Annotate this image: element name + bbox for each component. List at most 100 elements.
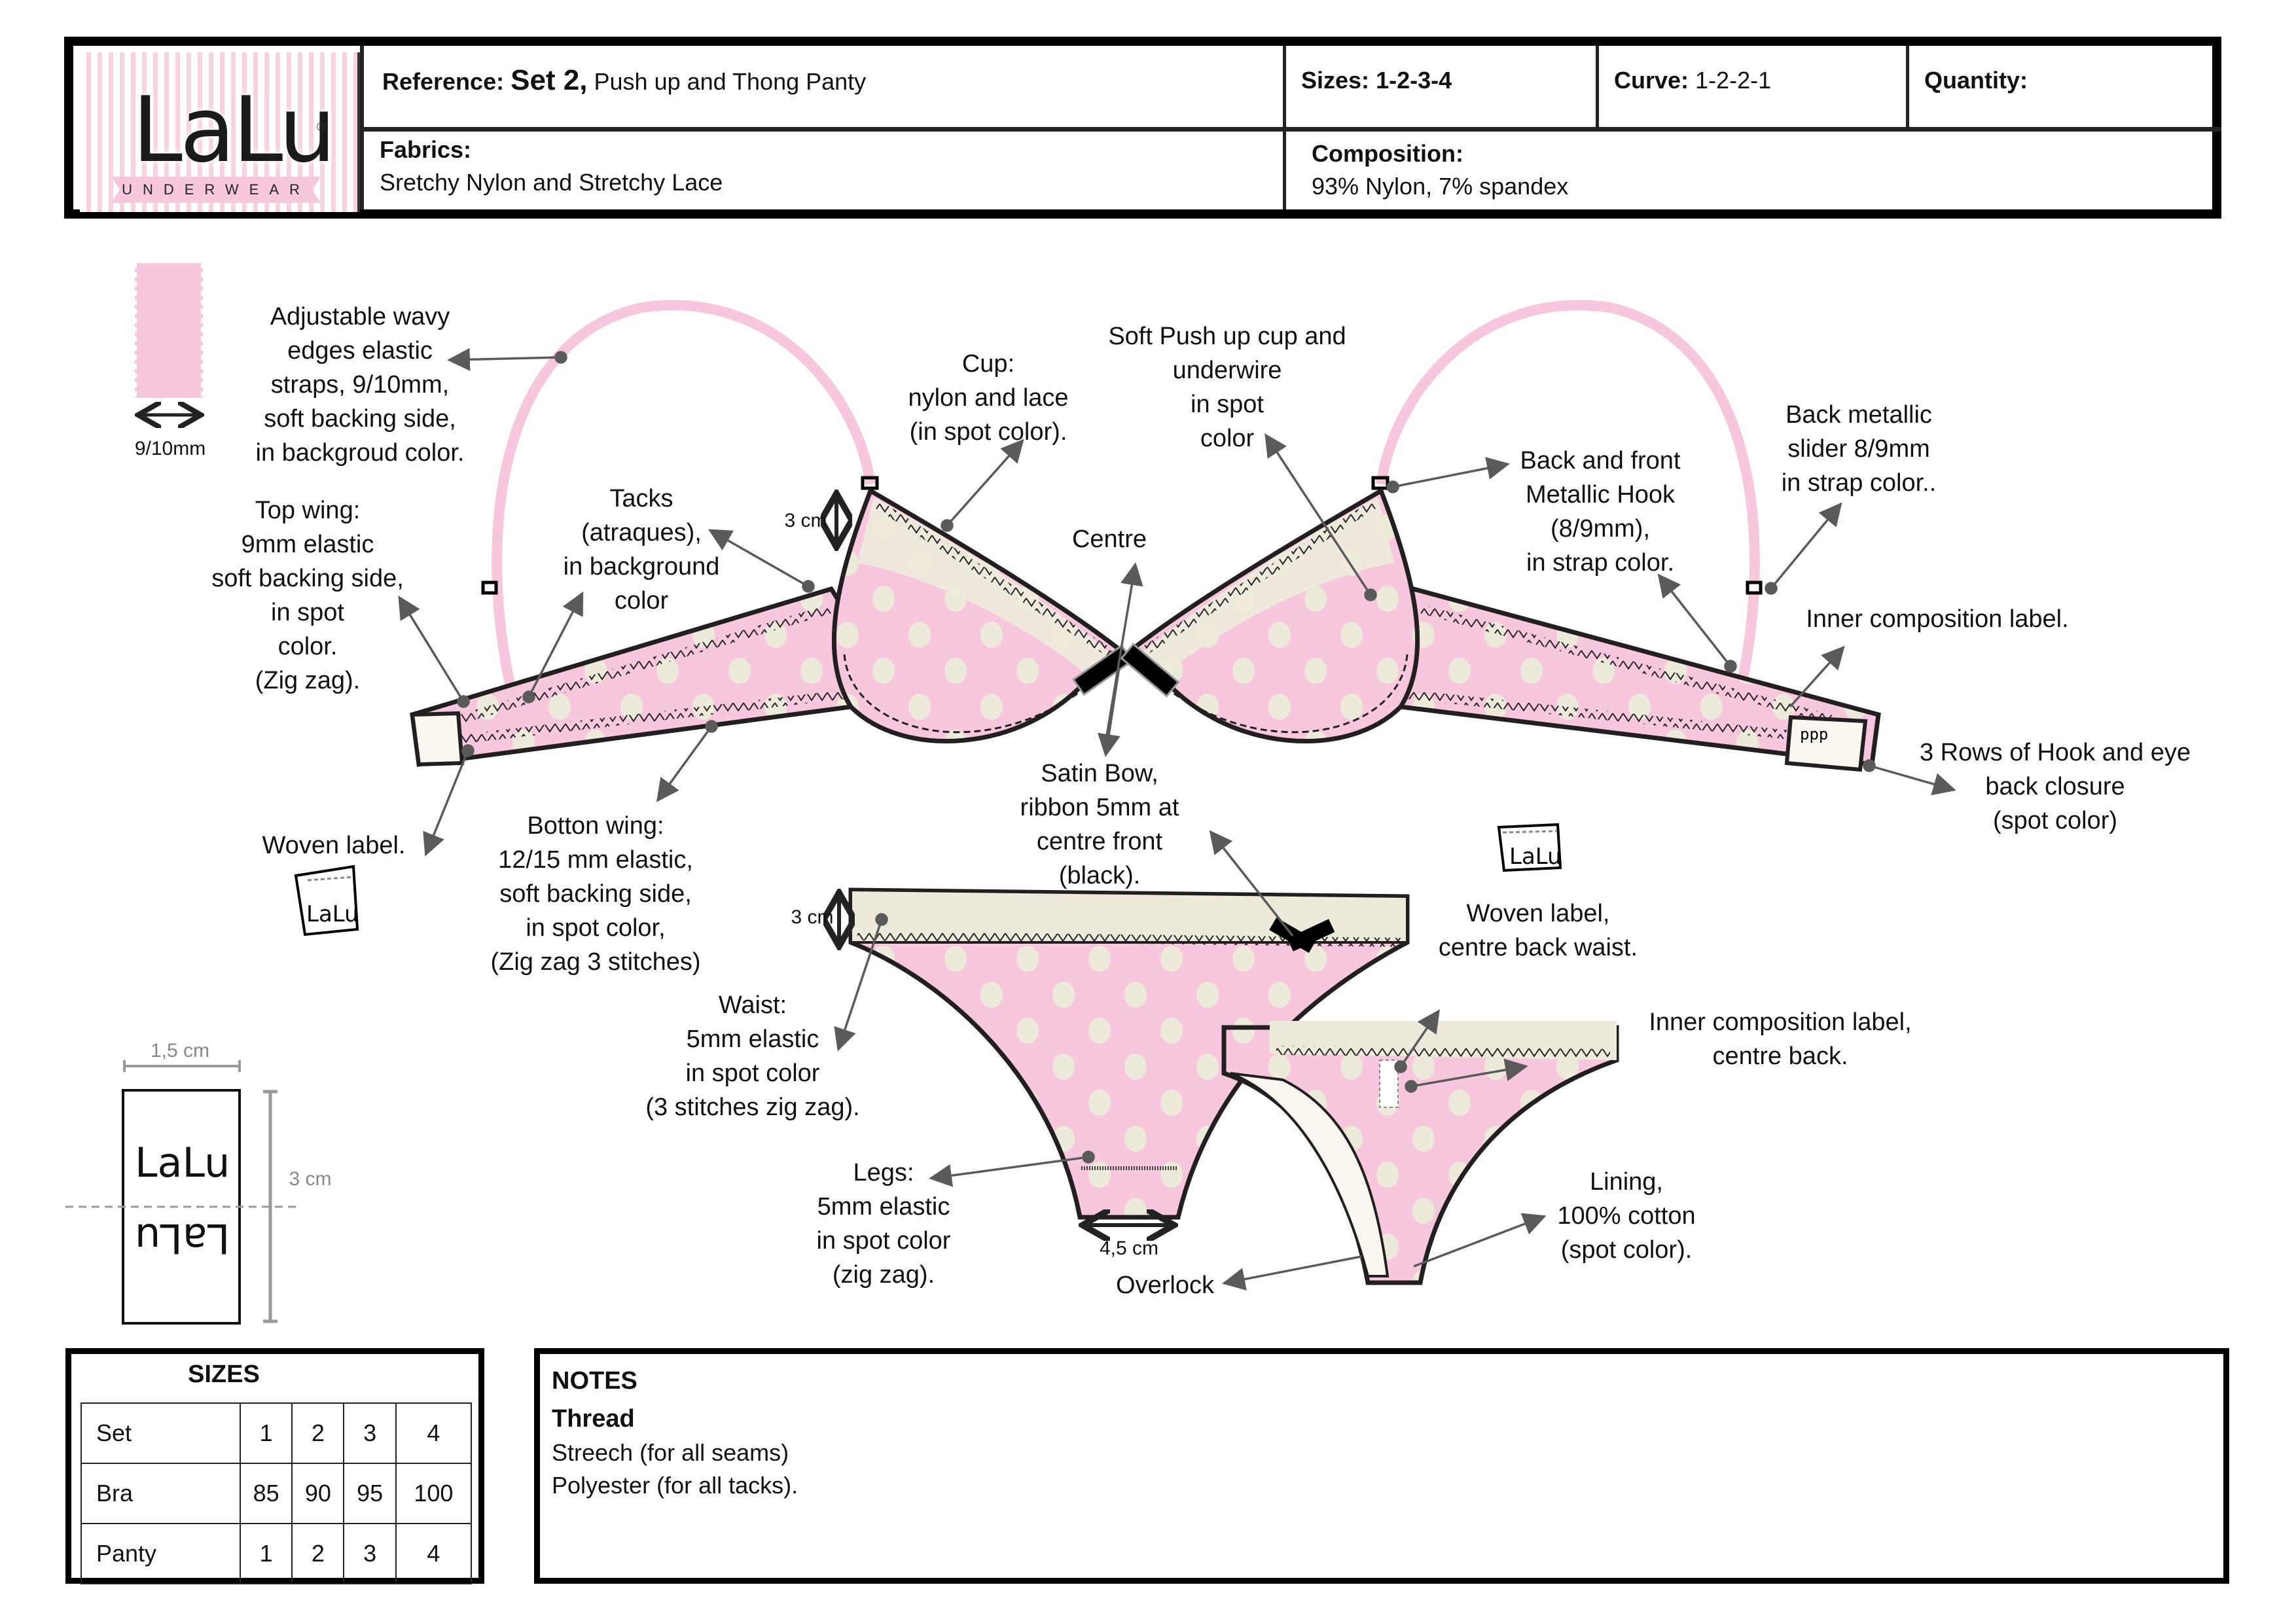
reference-field: Reference: Set 2, Push up and Thong Pant… bbox=[370, 64, 1280, 97]
divider bbox=[1596, 46, 1599, 127]
strap-width-label: 9/10mm bbox=[134, 438, 206, 459]
table-cell: 1 bbox=[239, 1402, 293, 1464]
hook-annotation: Back and front Metallic Hook (8/9mm), in… bbox=[1520, 447, 1681, 577]
tacks-annotation: Tacks (atraques), in background color bbox=[563, 485, 720, 615]
waist-annotation: Waist: 5mm elastic in spot color (3 stit… bbox=[645, 991, 860, 1121]
table-cell: 3 bbox=[343, 1523, 397, 1584]
bottom-wing-annotation: Botton wing: 12/15 mm elastic, soft back… bbox=[490, 812, 701, 976]
table-row: Panty 1 2 3 4 bbox=[81, 1523, 473, 1584]
reference-label: Reference: bbox=[382, 68, 505, 95]
svg-text:LaLu: LaLu bbox=[306, 901, 359, 927]
reference-description: Push up and Thong Panty bbox=[594, 68, 867, 95]
table-cell: 4 bbox=[395, 1523, 473, 1584]
right-wing-zigzag-bottom bbox=[1400, 689, 1833, 744]
table-row: Set 1 2 3 4 bbox=[81, 1402, 473, 1464]
label-spec-drawing bbox=[65, 1060, 298, 1325]
strap-swatch-fill bbox=[135, 263, 203, 398]
label-text-inverted: LaLu bbox=[135, 1215, 230, 1262]
right-cup-zigzag bbox=[1136, 500, 1377, 658]
left-wing-zigzag-bottom bbox=[457, 689, 852, 744]
sizes-title: SIZES bbox=[188, 1361, 260, 1388]
woven-label-icon-right: LaLu bbox=[1497, 823, 1562, 872]
notes-line: Polyester (for all tacks). bbox=[552, 1472, 798, 1499]
table-cell: 100 bbox=[395, 1463, 473, 1524]
quantity-field: Quantity: bbox=[1912, 67, 2214, 94]
cup-annotation: Cup: nylon and lace (in spot color). bbox=[908, 350, 1069, 446]
notes-panel: NOTES Thread Streech (for all seams) Pol… bbox=[534, 1348, 2229, 1584]
woven-label-annotation: Woven label. bbox=[262, 832, 406, 859]
closure-annotation: 3 Rows of Hook and eye back closure (spo… bbox=[1919, 739, 2191, 834]
composition-field: Composition: 93% Nylon, 7% spandex bbox=[1300, 137, 2210, 203]
table-cell: 2 bbox=[291, 1402, 345, 1464]
top-wing-annotation: Top wing: 9mm elastic soft backing side,… bbox=[211, 497, 404, 694]
table-cell: 90 bbox=[291, 1463, 345, 1524]
curve-label: Curve: bbox=[1614, 67, 1689, 94]
brand-logo: LaLu ® UNDERWEAR bbox=[80, 52, 360, 212]
lining-annotation: Lining, 100% cotton (spot color). bbox=[1557, 1168, 1696, 1264]
divider bbox=[1906, 46, 1909, 127]
table-cell: 1 bbox=[239, 1523, 293, 1584]
thong-lining bbox=[1230, 1072, 1390, 1277]
panty-inner-label-annotation: Inner composition label, centre back. bbox=[1649, 1008, 1912, 1070]
fabrics-label: Fabrics: bbox=[380, 136, 472, 163]
composition-label: Composition: bbox=[1312, 140, 1463, 167]
satin-bow bbox=[1072, 643, 1180, 698]
composition-value: 93% Nylon, 7% spandex bbox=[1312, 173, 1569, 200]
panty-woven-label-annotation: Woven label, centre back waist. bbox=[1438, 900, 1638, 961]
notes-title: NOTES bbox=[552, 1367, 637, 1395]
table-cell: 4 bbox=[395, 1402, 473, 1464]
waist-height-label: 3 cm bbox=[791, 906, 834, 928]
thong-panty-drawing bbox=[848, 887, 1619, 1285]
table-cell: 85 bbox=[239, 1463, 293, 1524]
strap-swatch-wavy-edge bbox=[133, 263, 205, 398]
svg-text:ppp: ppp bbox=[1800, 725, 1828, 743]
leader-lines bbox=[398, 348, 1956, 1291]
right-strap bbox=[1376, 300, 1760, 688]
reference-set: Set 2, bbox=[511, 64, 588, 96]
quantity-label: Quantity: bbox=[1924, 67, 2028, 94]
sizes-table: Set 1 2 3 4 Bra 85 90 95 100 Panty 1 2 3… bbox=[81, 1402, 473, 1584]
left-strap bbox=[492, 300, 876, 688]
woven-label-icon-left: LaLu bbox=[294, 865, 359, 936]
straps-annotation: Adjustable wavy edges elastic straps, 9/… bbox=[255, 303, 465, 467]
row-label: Bra bbox=[81, 1463, 241, 1524]
curve-value: 1-2-2-1 bbox=[1695, 67, 1772, 94]
left-wing-zigzag-top bbox=[456, 604, 833, 724]
table-row: Bra 85 90 95 100 bbox=[81, 1463, 473, 1524]
divider bbox=[360, 46, 364, 209]
legs-annotation: Legs: 5mm elastic in spot color (zig zag… bbox=[816, 1159, 951, 1289]
hook-and-eye-closure bbox=[1784, 715, 1868, 772]
label-width-text: 1,5 cm bbox=[150, 1040, 210, 1061]
right-wing-zigzag-top bbox=[1419, 604, 1834, 724]
left-hook bbox=[861, 476, 879, 490]
thread-title: Thread bbox=[552, 1405, 635, 1433]
left-cup-lace bbox=[857, 497, 1113, 674]
registered-mark: ® bbox=[317, 120, 326, 134]
fabrics-field: Fabrics: Sretchy Nylon and Stretchy Lace bbox=[368, 134, 1278, 199]
brand-subtitle: UNDERWEAR bbox=[111, 177, 321, 203]
label-text-upright: LaLu bbox=[135, 1139, 230, 1186]
table-cell: 95 bbox=[343, 1463, 397, 1524]
cup-height-label: 3 cm bbox=[784, 510, 827, 531]
curve-field: Curve: 1-2-2-1 bbox=[1602, 67, 1903, 94]
gusset-width-label: 4,5 cm bbox=[1099, 1238, 1159, 1259]
fabrics-value: Sretchy Nylon and Stretchy Lace bbox=[380, 169, 723, 196]
right-cup-lace bbox=[1139, 497, 1394, 674]
overlock-annotation: Overlock bbox=[1116, 1272, 1214, 1299]
inner-label-annotation: Inner composition label. bbox=[1806, 605, 2069, 633]
sizes-label: Sizes: bbox=[1301, 67, 1370, 94]
sizes-panel: SIZES Set 1 2 3 4 Bra 85 90 95 100 Panty… bbox=[65, 1348, 484, 1584]
push-up-annotation: Soft Push up cup and underwire in spot c… bbox=[1108, 323, 1346, 452]
row-label: Panty bbox=[81, 1523, 241, 1584]
left-closure bbox=[410, 711, 465, 767]
spec-header: LaLu ® UNDERWEAR Reference: Set 2, Push … bbox=[64, 37, 2221, 219]
sizes-field: Sizes: 1-2-3-4 bbox=[1289, 67, 1590, 94]
right-slider bbox=[1746, 580, 1763, 595]
svg-text:LaLu: LaLu bbox=[1509, 844, 1562, 870]
divider bbox=[364, 127, 2221, 132]
strap-swatch bbox=[133, 263, 205, 415]
left-slider bbox=[481, 580, 498, 595]
label-height-text: 3 cm bbox=[289, 1168, 332, 1190]
thong-front bbox=[848, 887, 1410, 1220]
